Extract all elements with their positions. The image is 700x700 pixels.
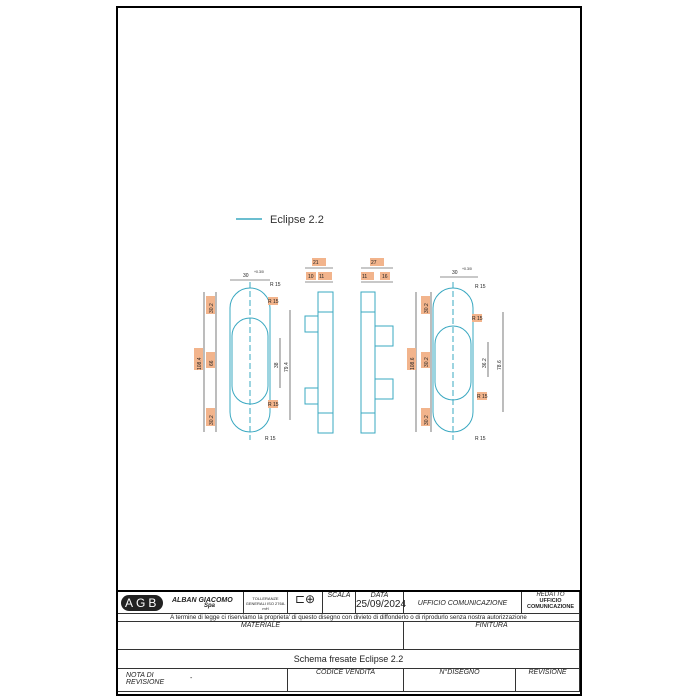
- dim-h-bottom: 30.2: [209, 415, 215, 425]
- revision-note-label: NOTA DI REVISIONE: [126, 672, 165, 686]
- dim-r-top: R 15: [475, 284, 486, 290]
- scale-label: SCALA: [323, 592, 356, 614]
- agb-logo: AGB: [121, 595, 164, 611]
- sheet-frame: [116, 6, 582, 696]
- ownership-notice: A termine di legge ci riserviamo la prop…: [118, 614, 580, 622]
- side-a-a: 10: [308, 274, 314, 280]
- dim-width: 30: [243, 273, 249, 279]
- side-b-b: 16: [382, 274, 388, 280]
- date-cell: DATA 25/09/2024: [356, 592, 407, 614]
- revision-note: -: [190, 675, 193, 682]
- company-sub: Spa: [204, 603, 216, 609]
- side-view-b: [360, 291, 394, 434]
- projection-symbol-icon: ⊏⊕: [288, 592, 323, 614]
- dim-width-tol: +0.3/0: [462, 267, 472, 271]
- technical-drawing: Eclipse 2.2 30 +0.3/0 R 15 R 15 R 15 R 1…: [194, 214, 504, 442]
- dim-outer: 78.6: [497, 360, 503, 370]
- side-view-a: [304, 291, 334, 434]
- dim-h-total: 108.4: [197, 357, 203, 370]
- right-part-view: [432, 282, 474, 440]
- left-dimension-lines: [203, 279, 291, 432]
- company-name: ALBAN GIACOMO: [172, 597, 233, 604]
- dim-width: 30: [452, 270, 458, 276]
- drawing-title: Schema fresate Eclipse 2.2: [118, 650, 580, 669]
- dim-inner: 38: [274, 362, 280, 368]
- date-label: DATA: [370, 592, 389, 599]
- dim-r-inner-bottom: R 15: [477, 394, 488, 400]
- dim-r-inner-top: R 15: [472, 316, 483, 322]
- dim-h-mid: 66: [209, 360, 215, 366]
- legend: Eclipse 2.2: [236, 214, 324, 226]
- finish-label: FINITURA: [404, 622, 580, 650]
- dim-h-mid: 30.2: [424, 357, 430, 367]
- company-cell: AGB ALBAN GIACOMO Spa: [118, 592, 244, 614]
- dim-r-top: R 15: [270, 282, 281, 288]
- dim-h-total: 108.6: [410, 357, 416, 370]
- drafted-cell: REDATTO UFFICIO COMUNICAZIONE: [522, 592, 580, 614]
- dim-r-inner-top: R 15: [268, 299, 279, 305]
- drawing-number-label: N°DISEGNO: [404, 669, 516, 692]
- revision-label: REVISIONE: [516, 669, 580, 692]
- dim-h-top: 30.2: [424, 303, 430, 313]
- dim-outer: 79.4: [284, 362, 290, 372]
- title-block: AGB ALBAN GIACOMO Spa TOLLERANZE GENERAL…: [118, 590, 580, 692]
- dim-width-tol: +0.3/0: [254, 270, 264, 274]
- left-dimension-labels: 30 +0.3/0 R 15 R 15 R 15 R 15 30.2 108.4…: [194, 270, 290, 442]
- side-a-total: 21: [313, 260, 319, 266]
- dim-inner: 36.2: [482, 358, 488, 368]
- left-part-view: [229, 282, 271, 440]
- dim-h-bottom: 30.2: [424, 415, 430, 425]
- material-label: MATERIALE: [118, 622, 404, 650]
- dim-r-bottom: R 15: [475, 436, 486, 442]
- side-b-total: 27: [371, 260, 377, 266]
- date-value: 25/09/2024: [356, 599, 407, 610]
- side-b-a: 11: [362, 274, 367, 280]
- right-dimension-labels: 30 +0.3/0 R 15 R 15 R 15 R 15 30.2 108.6…: [407, 267, 503, 442]
- office: UFFICIO COMUNICAZIONE: [404, 592, 522, 614]
- dim-h-top: 30.2: [209, 303, 215, 313]
- right-dimension-lines: [415, 276, 504, 432]
- side-b-labels: 27 11 16: [361, 258, 393, 283]
- legend-label: Eclipse 2.2: [270, 214, 324, 226]
- revision-note-cell: NOTA DI REVISIONE -: [118, 669, 288, 692]
- side-a-b: 11: [319, 274, 324, 280]
- sales-code-label: CODICE VENDITA: [288, 669, 404, 692]
- dim-r-inner-bottom: R 15: [268, 402, 279, 408]
- drafted-label: REDATTO: [536, 592, 565, 598]
- side-a-labels: 21 10 11: [305, 258, 333, 283]
- drafted-by: UFFICIO COMUNICAZIONE: [526, 598, 575, 610]
- tolerances: TOLLERANZE GENERALI ISO 2768-mH: [244, 592, 288, 614]
- dim-r-bottom: R 15: [265, 436, 276, 442]
